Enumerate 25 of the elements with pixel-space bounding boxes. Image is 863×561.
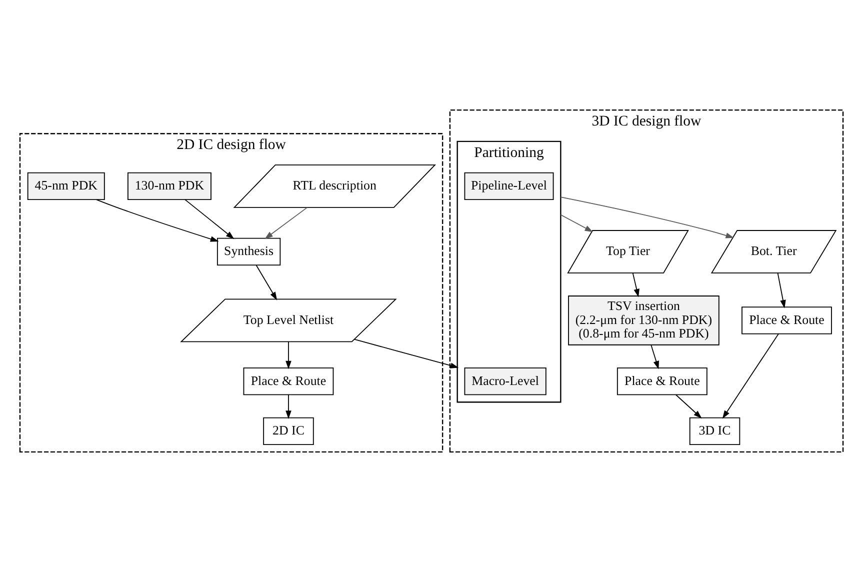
- arrow: [286, 394, 292, 418]
- node-box: Place & Route: [616, 367, 708, 395]
- node-box: Place & Route: [742, 306, 832, 334]
- arrow: [96, 198, 219, 242]
- arrow: [560, 214, 594, 232]
- arrow: [184, 198, 234, 239]
- arrow: [354, 338, 459, 368]
- arrow: [777, 272, 786, 308]
- arrow: [650, 344, 659, 369]
- node-box: Synthesis: [216, 237, 281, 266]
- node-box: 3D IC: [689, 416, 740, 444]
- arrow: [676, 394, 702, 418]
- arrow: [632, 272, 640, 297]
- node-box: 45-nm PDK: [27, 172, 105, 200]
- node-box: Pipeline-Level: [464, 172, 554, 200]
- arrow: [256, 264, 278, 300]
- arrow: [286, 340, 292, 369]
- node-box: 2D IC: [263, 416, 314, 444]
- arrow: [264, 206, 308, 239]
- node-box: 130-nm PDK: [127, 172, 212, 200]
- arrow: [560, 196, 734, 238]
- arrow: [722, 332, 779, 418]
- node-box: Macro-Level: [464, 367, 546, 395]
- node-box: TSV insertion (2.2-μm for 130-nm PDK) (0.8-μm for 45-nm PDK): [568, 295, 720, 345]
- node-box: Place & Route: [243, 367, 334, 395]
